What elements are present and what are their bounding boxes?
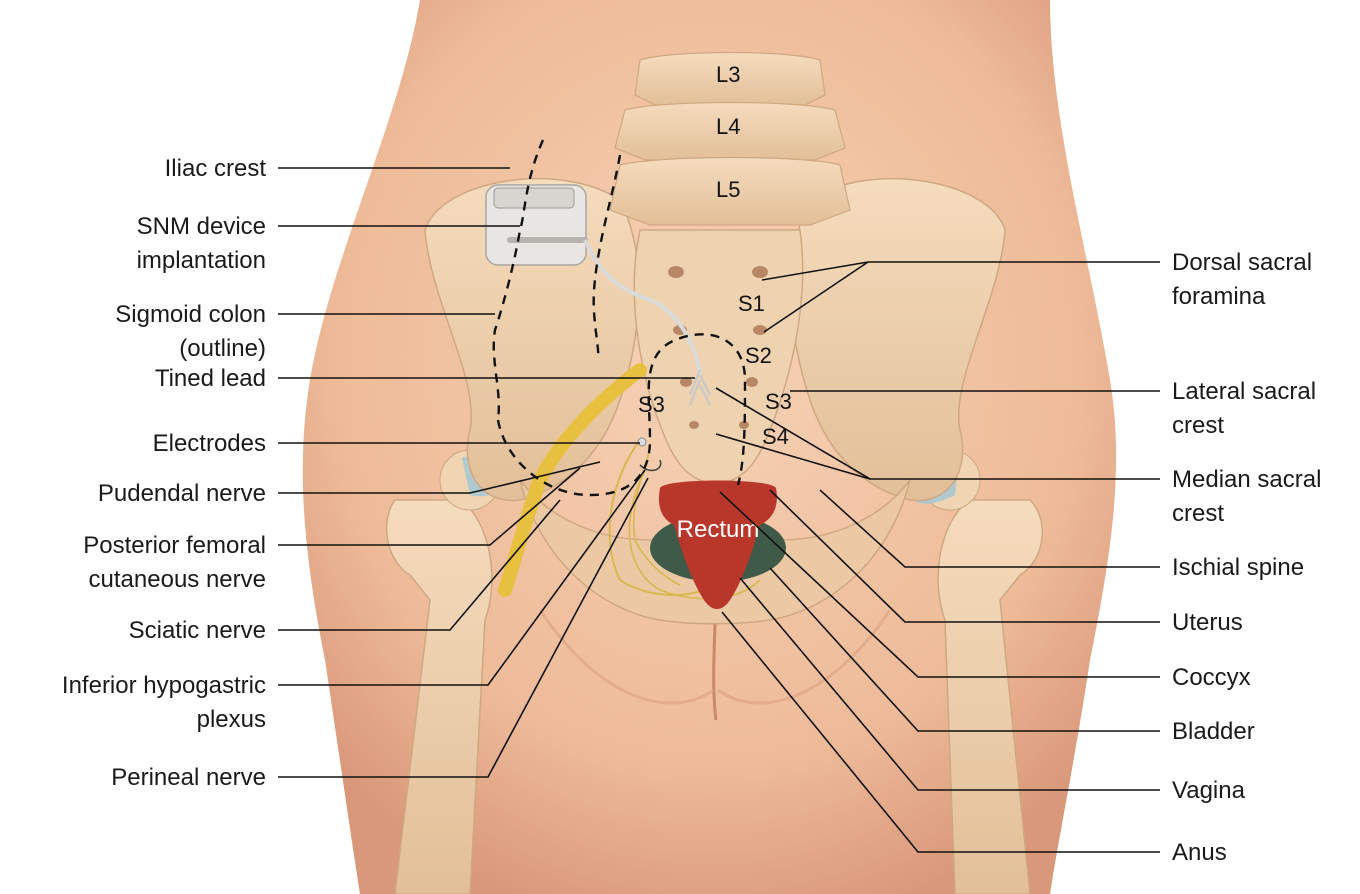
label-posterior-line1: Posterior femoral	[83, 532, 266, 559]
vertebra-label-s1: S1	[738, 291, 765, 316]
snm-device-header	[494, 188, 574, 208]
foramen	[668, 266, 684, 278]
label-median-line1: Median sacral	[1172, 466, 1321, 493]
vertebra-label-s4: S4	[762, 424, 789, 449]
foramen	[689, 421, 699, 429]
foramen	[753, 325, 767, 335]
label-anus: Anus	[1172, 839, 1227, 866]
electrode	[638, 438, 646, 446]
label-uterus: Uterus	[1172, 609, 1243, 636]
vertebra-label-l5: L5	[716, 177, 740, 202]
label-lateral-line1: Lateral sacral	[1172, 378, 1316, 405]
vertebra-label-s3-right: S3	[765, 389, 792, 414]
label-coccyx: Coccyx	[1172, 664, 1251, 691]
label-snm-device-line2: implantation	[137, 247, 266, 274]
label-sigmoid-line1: Sigmoid colon	[115, 301, 266, 328]
vertebra-label-s2: S2	[745, 343, 772, 368]
rectum-label: Rectum	[677, 516, 760, 543]
label-median-line2: crest	[1172, 500, 1224, 527]
vertebra-label-l3: L3	[716, 62, 740, 87]
label-sciatic-nerve: Sciatic nerve	[129, 617, 266, 644]
label-vagina: Vagina	[1172, 777, 1246, 804]
label-dorsal-line2: foramina	[1172, 283, 1266, 310]
vertebra-label-s3-left: S3	[638, 392, 665, 417]
label-tined-lead: Tined lead	[155, 365, 266, 392]
label-bladder: Bladder	[1172, 718, 1255, 745]
label-electrodes: Electrodes	[153, 430, 266, 457]
label-perineal-nerve: Perineal nerve	[111, 764, 266, 791]
label-snm-device-line1: SNM device	[137, 213, 266, 240]
label-sigmoid-line2: (outline)	[179, 335, 266, 362]
label-hypogastric-line2: plexus	[197, 706, 266, 733]
label-lateral-line2: crest	[1172, 412, 1224, 439]
label-hypogastric-line1: Inferior hypogastric	[62, 672, 266, 699]
foramen	[746, 377, 758, 387]
label-ischial-spine: Ischial spine	[1172, 554, 1304, 581]
vertebra-label-l4: L4	[716, 114, 740, 139]
label-dorsal-line1: Dorsal sacral	[1172, 249, 1312, 276]
foramen	[752, 266, 768, 278]
label-iliac-crest: Iliac crest	[165, 155, 267, 182]
label-pudendal-nerve: Pudendal nerve	[98, 480, 266, 507]
label-posterior-line2: cutaneous nerve	[89, 566, 266, 593]
